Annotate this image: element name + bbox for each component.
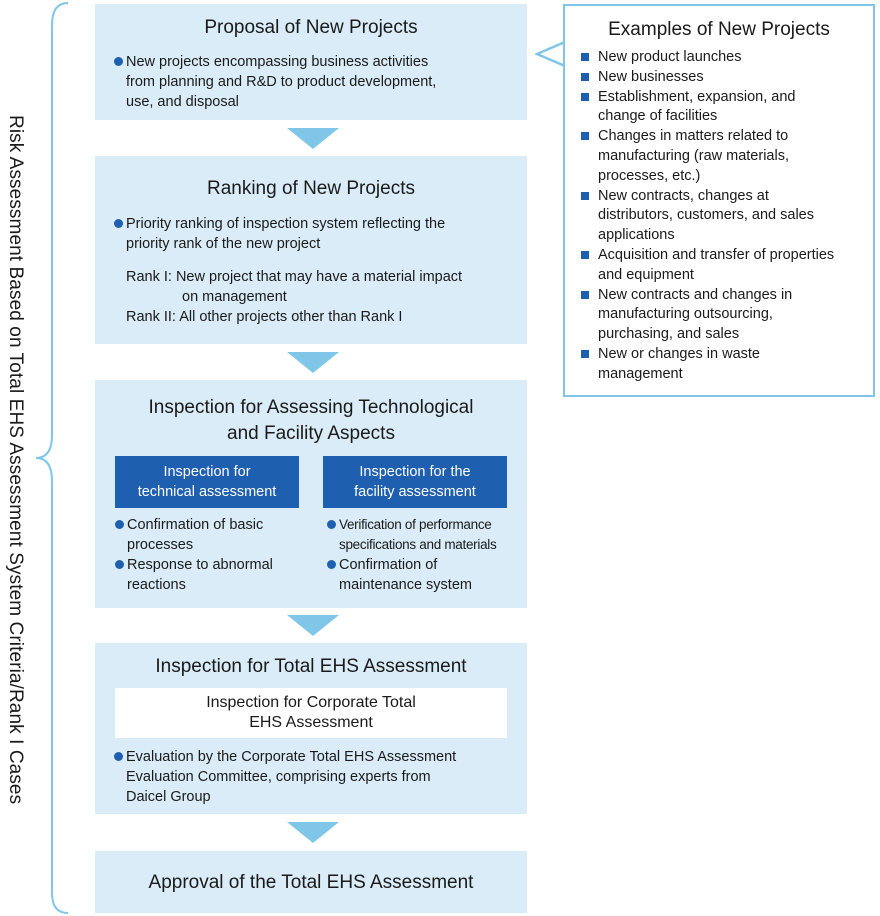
vertical-side-label: Risk Assessment Based on Total EHS Asses… [3, 65, 27, 855]
technical-assessment-heading: Inspection for technical assessment [115, 456, 299, 508]
rank-1-text: Rank I: New project that may have a mate… [126, 269, 463, 305]
left-brace [35, 2, 69, 914]
proposal-title: Proposal of New Projects [204, 17, 418, 38]
inspection-tech-title: Inspection for Assessing Technological a… [148, 397, 474, 444]
ranking-box: Ranking of New Projects Priority ranking… [95, 156, 527, 344]
inspection-tech-box: Inspection for Assessing Technological a… [95, 380, 527, 608]
approval-box: Approval of the Total EHS Assessment [95, 851, 527, 913]
corporate-assessment-banner: Inspection for Corporate Total EHS Asses… [115, 688, 507, 738]
facility-assessment-heading: Inspection for the facility assessment [323, 456, 507, 508]
flow-arrow-3 [287, 615, 339, 636]
proposal-bullet: New projects encompassing business activ… [114, 52, 536, 112]
examples-panel: Examples of New Projects New product lau… [563, 4, 875, 397]
example-item: New product launches [578, 48, 873, 68]
technical-bullet-1: Confirmation of basic processes [115, 515, 317, 555]
ranking-title: Ranking of New Projects [206, 178, 416, 199]
proposal-box: Proposal of New Projects New projects en… [95, 4, 527, 120]
facility-bullet-2: Confirmation of maintenance system [327, 555, 535, 595]
side-label-text: Risk Assessment Based on Total EHS Asses… [5, 115, 26, 805]
ranking-bullet: Priority ranking of inspection system re… [114, 214, 536, 254]
technical-bullet-2: Response to abnormal reactions [115, 555, 317, 595]
flow-arrow-2 [287, 352, 339, 373]
approval-title: Approval of the Total EHS Assessment [148, 872, 474, 893]
inspection-ehs-title: Inspection for Total EHS Assessment [155, 656, 467, 677]
examples-list: New product launches New businesses Esta… [565, 48, 873, 385]
inspection-ehs-bullet: Evaluation by the Corporate Total EHS As… [114, 747, 536, 807]
flow-arrow-1 [287, 128, 339, 149]
example-item: New businesses [578, 68, 873, 88]
facility-bullet-1: Verification of performance specificatio… [327, 515, 535, 555]
inspection-ehs-box: Inspection for Total EHS Assessment Insp… [95, 643, 527, 814]
rank-2-text: Rank II: All other projects other than R… [126, 309, 403, 325]
examples-title: Examples of New Projects [608, 19, 830, 40]
callout-pointer [535, 40, 566, 68]
flow-arrow-4 [287, 822, 339, 843]
